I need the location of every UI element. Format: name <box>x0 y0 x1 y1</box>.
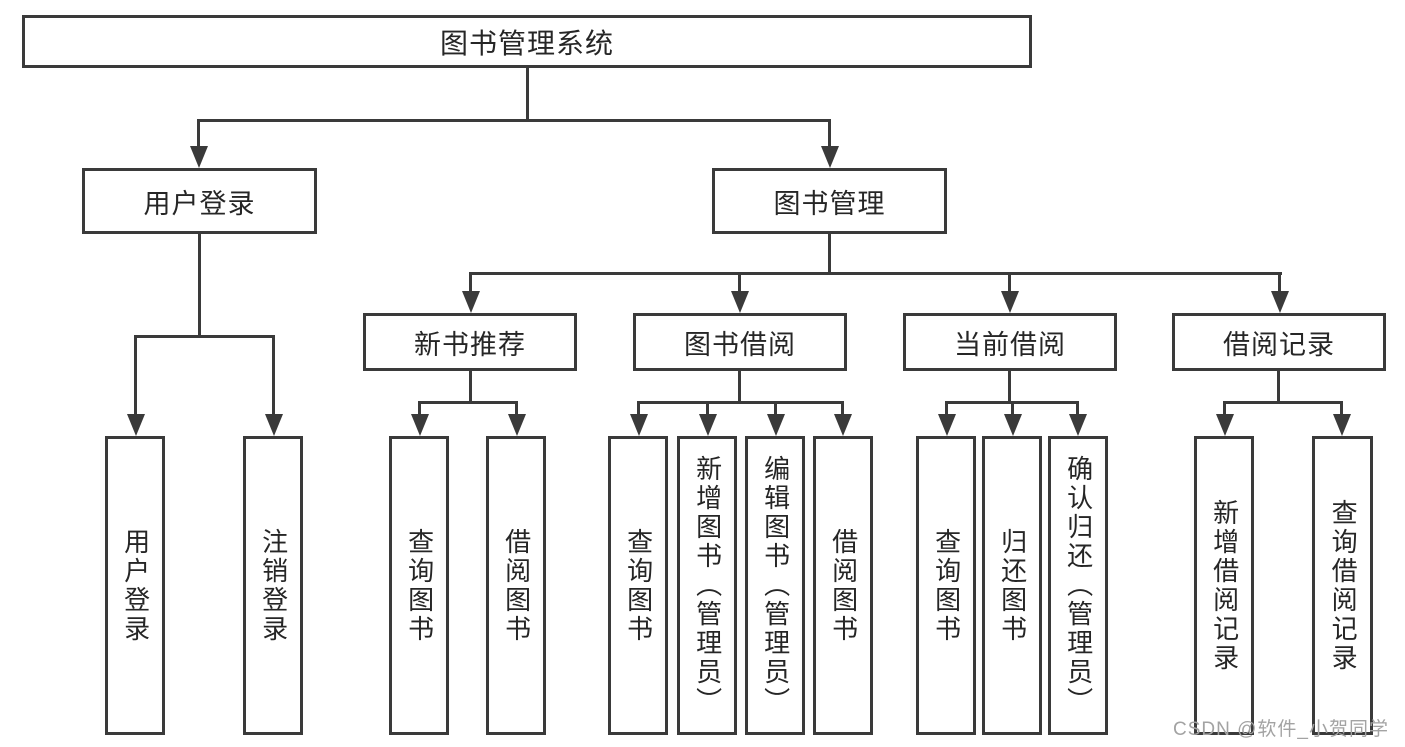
node-label: 查询图书 <box>404 527 435 644</box>
connector-line <box>828 119 831 148</box>
node-label: 新增图书（管理员） <box>692 455 723 716</box>
arrow-down-icon <box>1333 414 1351 436</box>
node-label: 新书推荐 <box>414 329 526 360</box>
node-label: 图书借阅 <box>684 329 796 360</box>
arrow-down-icon <box>1216 414 1234 436</box>
node-label: 图书管理 <box>773 188 886 219</box>
connector-line <box>1008 371 1011 403</box>
node-label: 注销登录 <box>258 527 289 644</box>
connector-line <box>418 401 518 404</box>
leaf-query-book: 查询图书 <box>608 436 668 735</box>
arrow-down-icon <box>127 414 145 436</box>
node-label: 用户登录 <box>143 188 256 219</box>
node-label: 查询图书 <box>931 527 962 644</box>
node-label: 编辑图书（管理员） <box>760 455 791 716</box>
csdn-watermark: CSDN @软件_小贺同学 <box>1173 719 1389 740</box>
connector-line <box>469 371 472 403</box>
node-borrow-records: 借阅记录 <box>1172 313 1386 371</box>
connector-line <box>828 234 831 275</box>
arrow-down-icon <box>630 414 648 436</box>
connector-line <box>738 371 741 403</box>
leaf-user-login: 用户登录 <box>105 436 165 735</box>
connector-line <box>1011 401 1014 415</box>
arrow-down-icon <box>508 414 526 436</box>
connector-line <box>1008 272 1011 293</box>
leaf-add-borrow-record: 新增借阅记录 <box>1194 436 1254 735</box>
connector-line <box>134 335 275 338</box>
arrow-down-icon <box>1271 291 1289 313</box>
arrow-down-icon <box>767 414 785 436</box>
connector-line <box>418 401 421 415</box>
connector-line <box>637 401 640 415</box>
connector-line <box>1076 401 1079 415</box>
arrow-down-icon <box>1004 414 1022 436</box>
node-label: 确认归还（管理员） <box>1063 455 1094 716</box>
leaf-confirm-return-admin: 确认归还（管理员） <box>1048 436 1108 735</box>
arrow-down-icon <box>190 146 208 168</box>
connector-line <box>134 335 137 416</box>
connector-line <box>706 401 709 415</box>
arrow-down-icon <box>834 414 852 436</box>
leaf-borrow-book-recommend: 借阅图书 <box>486 436 546 735</box>
node-label: 新增借阅记录 <box>1209 498 1240 673</box>
arrow-down-icon <box>1001 291 1019 313</box>
arrow-down-icon <box>938 414 956 436</box>
connector-line <box>841 401 844 415</box>
node-book-borrow: 图书借阅 <box>633 313 847 371</box>
connector-line <box>197 119 200 148</box>
arrow-down-icon <box>411 414 429 436</box>
node-label: 归还图书 <box>997 527 1028 644</box>
arrow-down-icon <box>462 291 480 313</box>
leaf-edit-book-admin: 编辑图书（管理员） <box>745 436 805 735</box>
connector-line <box>1277 371 1280 403</box>
connector-line <box>1278 272 1281 293</box>
node-library-management-system: 图书管理系统 <box>22 15 1032 68</box>
node-new-book-recommend: 新书推荐 <box>363 313 577 371</box>
arrow-down-icon <box>1069 414 1087 436</box>
connector-line <box>637 401 844 404</box>
connector-line <box>526 68 529 122</box>
connector-line <box>1223 401 1226 415</box>
leaf-logout: 注销登录 <box>243 436 303 735</box>
node-book-management: 图书管理 <box>712 168 947 234</box>
node-label: 当前借阅 <box>954 329 1066 360</box>
arrow-down-icon <box>699 414 717 436</box>
leaf-borrow-book: 借阅图书 <box>813 436 873 735</box>
arrow-down-icon <box>821 146 839 168</box>
leaf-query-book-recommend: 查询图书 <box>389 436 449 735</box>
connector-line <box>1223 401 1343 404</box>
arrow-down-icon <box>265 414 283 436</box>
connector-line <box>945 401 948 415</box>
connector-line <box>738 272 741 293</box>
node-user-login: 用户登录 <box>82 168 317 234</box>
connector-line <box>469 272 1282 275</box>
node-current-borrow: 当前借阅 <box>903 313 1117 371</box>
leaf-return-book: 归还图书 <box>982 436 1042 735</box>
node-label: 查询图书 <box>623 527 654 644</box>
connector-line <box>1340 401 1343 415</box>
leaf-query-current-book: 查询图书 <box>916 436 976 735</box>
node-label: 查询借阅记录 <box>1328 498 1359 673</box>
connector-line <box>469 272 472 293</box>
connector-line <box>774 401 777 415</box>
node-label: 借阅图书 <box>828 527 859 644</box>
leaf-add-book-admin: 新增图书（管理员） <box>677 436 737 735</box>
node-label: 借阅图书 <box>501 527 532 644</box>
connector-line <box>515 401 518 415</box>
arrow-down-icon <box>731 291 749 313</box>
connector-line <box>197 119 831 122</box>
connector-line <box>272 335 275 416</box>
node-label: 图书管理系统 <box>439 27 614 59</box>
node-label: 借阅记录 <box>1223 329 1335 360</box>
leaf-query-borrow-record: 查询借阅记录 <box>1312 436 1373 735</box>
node-label: 用户登录 <box>120 527 151 644</box>
connector-line <box>198 234 201 336</box>
